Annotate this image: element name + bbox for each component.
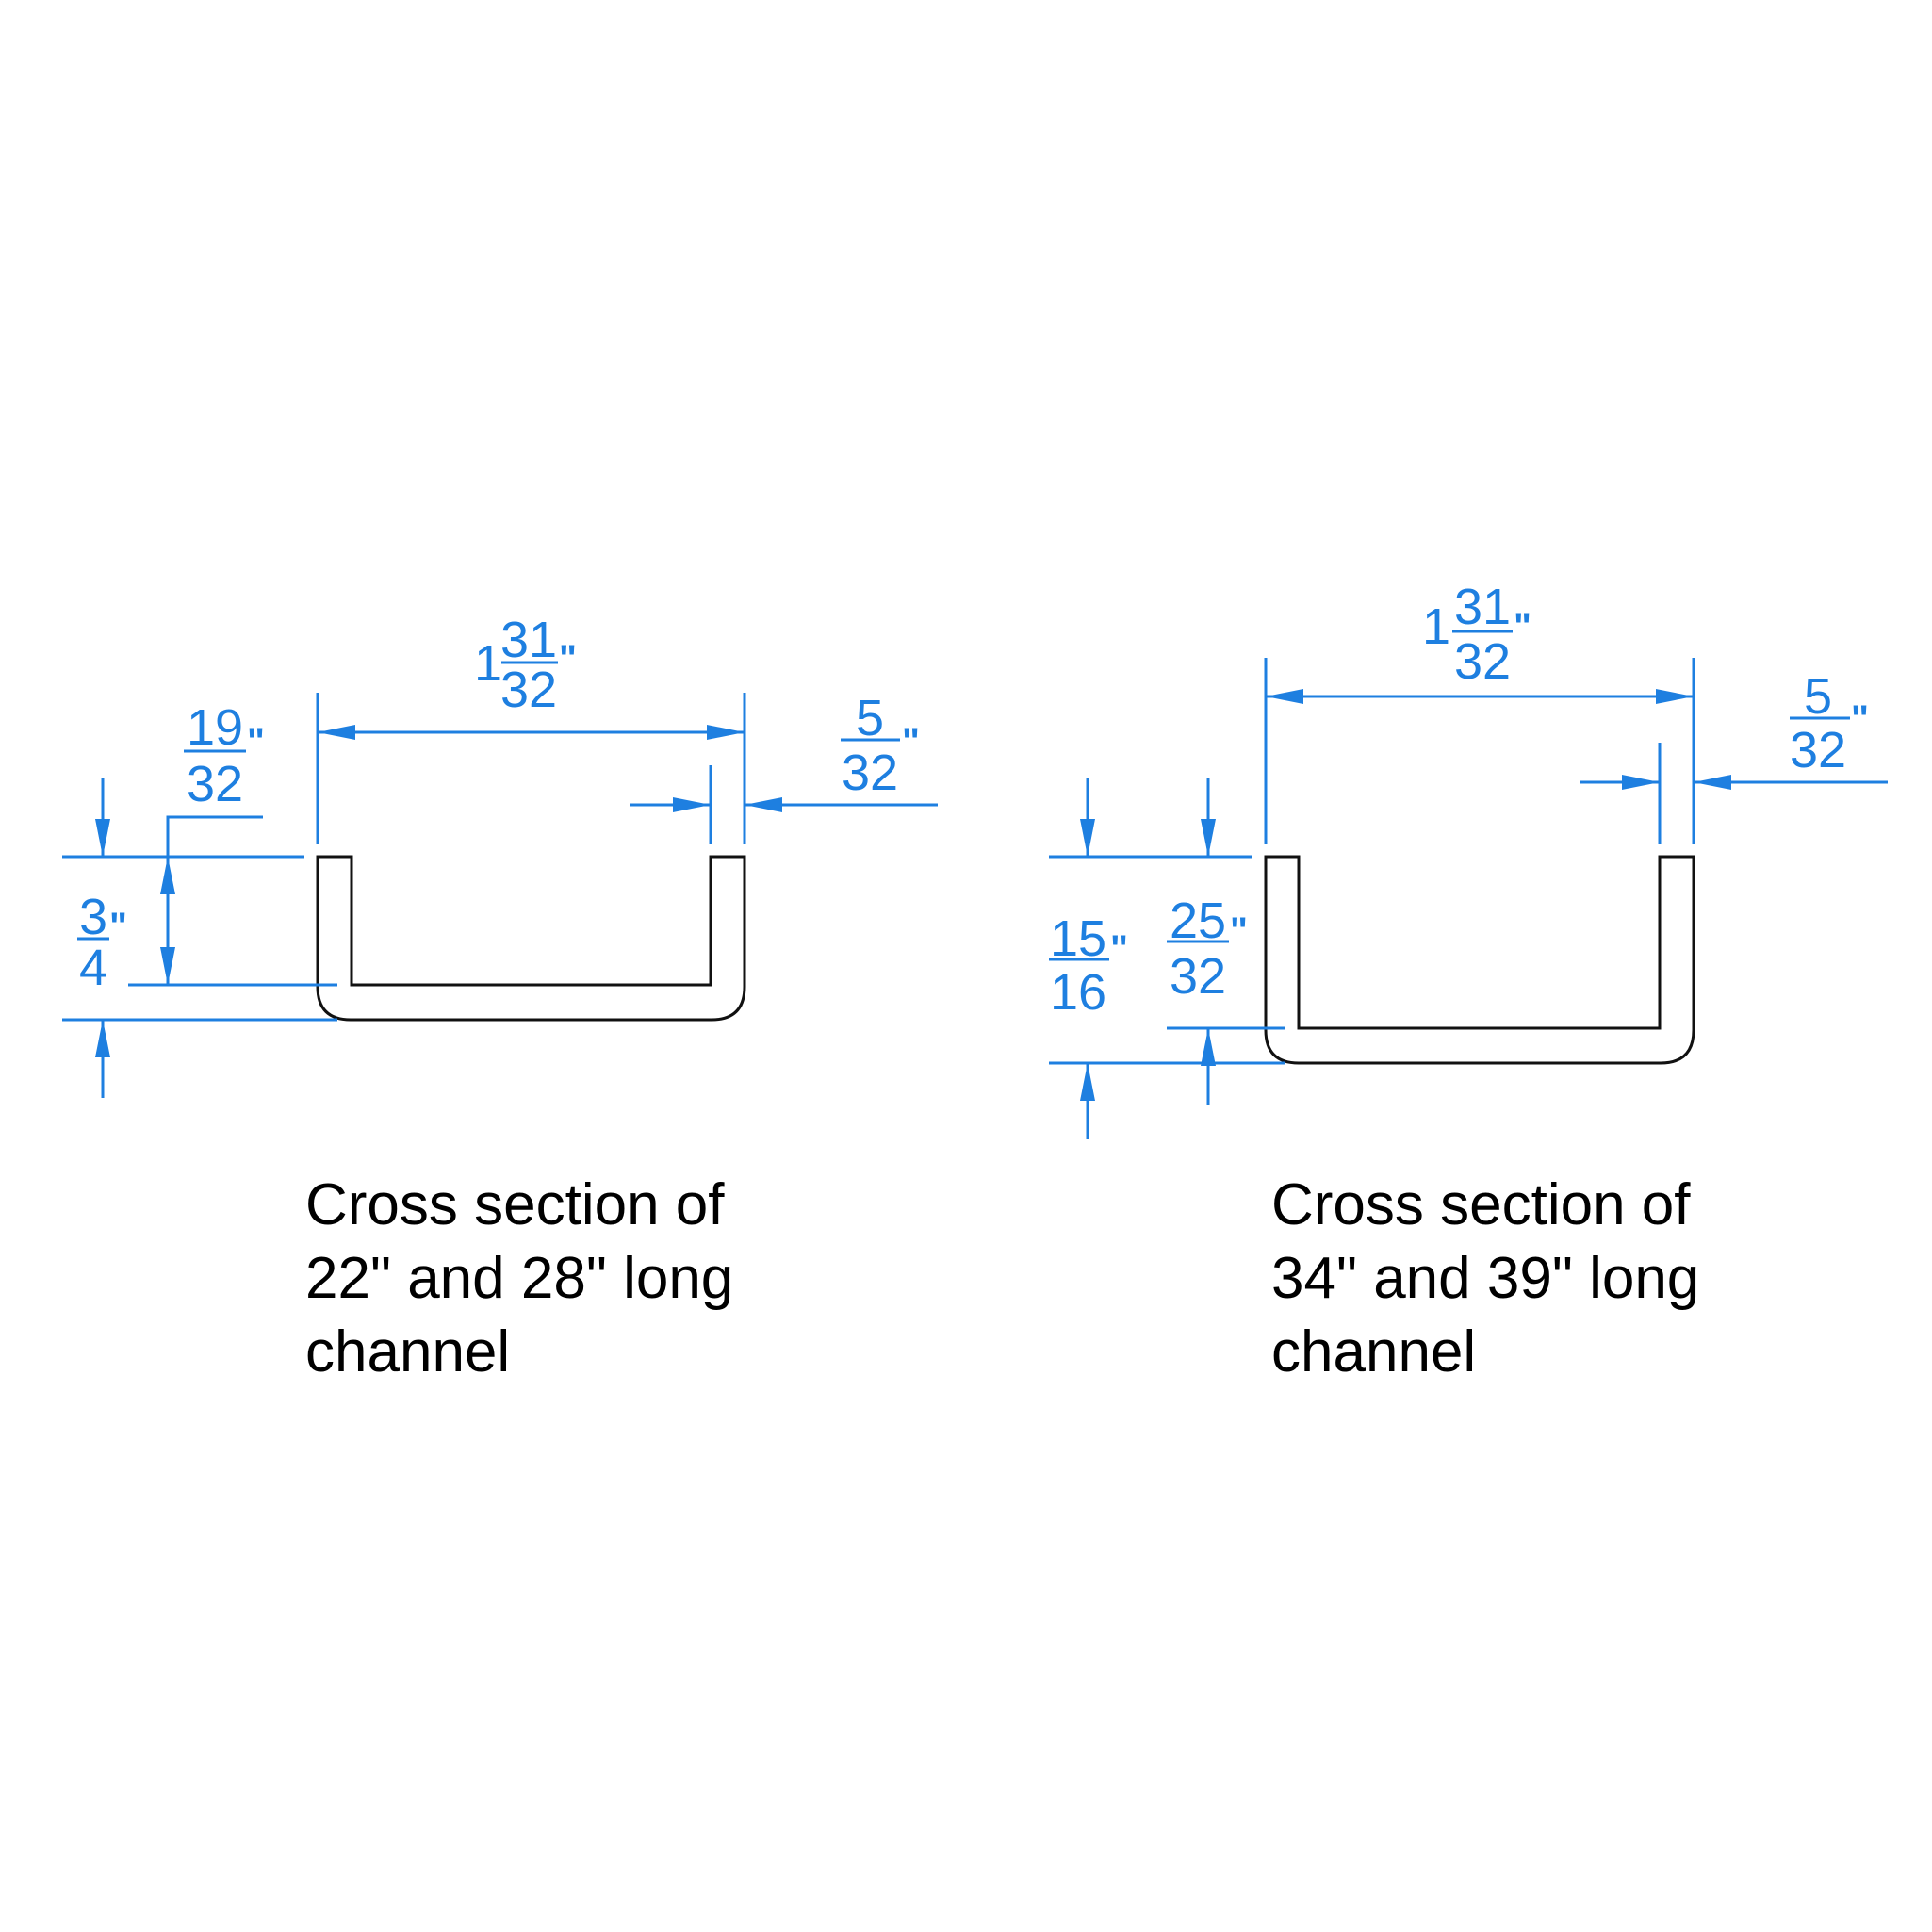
left-caption: Cross section of 22" and 28" long channe… — [305, 1169, 733, 1389]
dim-denominator: 16 — [1050, 964, 1106, 1021]
inch-mark: " — [109, 906, 127, 947]
left-outer-height-label: 3 4 " — [77, 889, 127, 996]
arrow-right-icon — [1656, 689, 1694, 704]
arrow-down-icon — [160, 947, 175, 985]
arrow-left-icon — [1266, 689, 1303, 704]
left-thickness-label: 5 32 " — [841, 690, 920, 801]
arrow-down-icon — [1080, 819, 1095, 857]
dim-numerator: 15 — [1050, 910, 1106, 967]
right-thickness-label: 5 32 " — [1790, 668, 1869, 778]
inch-mark: " — [1230, 910, 1248, 952]
arrow-left-icon — [1694, 775, 1731, 790]
left-channel-profile — [316, 855, 746, 1022]
right-width-label: 1 31 32 " — [1422, 579, 1531, 690]
arrow-up-icon — [1080, 1063, 1095, 1101]
inch-mark: " — [902, 721, 920, 762]
arrow-down-icon — [95, 819, 110, 857]
dim-denominator: 4 — [79, 940, 107, 996]
dim-denominator: 32 — [187, 756, 243, 812]
right-channel-profile — [1264, 855, 1695, 1065]
inch-mark: " — [1110, 928, 1128, 970]
dim-numerator: 25 — [1170, 892, 1226, 949]
dim-numerator: 19 — [187, 699, 243, 756]
dim-numerator: 31 — [500, 612, 557, 668]
inch-mark: " — [559, 638, 577, 679]
arrow-right-icon — [707, 725, 745, 740]
right-caption: Cross section of 34" and 39" long channe… — [1271, 1169, 1699, 1389]
inch-mark: " — [1851, 698, 1869, 740]
caption-line: channel — [305, 1319, 511, 1384]
inch-mark: " — [247, 721, 265, 762]
arrow-up-icon — [95, 1020, 110, 1057]
right-outer-height-label: 15 16 " — [1049, 910, 1128, 1021]
dim-numerator: 3 — [79, 889, 107, 945]
caption-line: Cross section of — [305, 1172, 725, 1237]
left-inner-depth-leader — [166, 815, 263, 985]
dim-numerator: 5 — [856, 690, 884, 746]
dim-whole: 1 — [474, 635, 502, 692]
left-width-label: 1 31 32 " — [474, 612, 577, 718]
dim-denominator: 32 — [1170, 948, 1226, 1005]
left-inner-depth-label: 19 32 " — [184, 699, 265, 812]
dim-whole: 1 — [1422, 598, 1450, 655]
dim-denominator: 32 — [1790, 722, 1846, 778]
caption-line: 34" and 39" long — [1271, 1246, 1700, 1311]
arrow-down-icon — [1201, 819, 1216, 857]
arrow-left-icon — [318, 725, 355, 740]
right-channel-section: 1 31 32 " 5 32 " 15 16 " — [1049, 579, 1888, 1139]
caption-line: 22" and 28" long — [305, 1246, 734, 1311]
arrow-up-icon — [1201, 1028, 1216, 1066]
dim-denominator: 32 — [842, 745, 898, 801]
right-inner-depth-label: 25 32 " — [1167, 892, 1248, 1005]
arrow-right-icon — [673, 797, 711, 812]
caption-line: Cross section of — [1271, 1172, 1691, 1237]
dim-denominator: 32 — [1454, 633, 1511, 690]
dim-denominator: 32 — [500, 662, 557, 718]
inch-mark: " — [1514, 606, 1531, 647]
dim-numerator: 5 — [1804, 668, 1832, 725]
left-channel-section: 1 31 32 " 5 32 " 3 4 " — [62, 612, 938, 1098]
arrow-left-icon — [745, 797, 782, 812]
dim-numerator: 31 — [1454, 579, 1511, 635]
caption-line: channel — [1271, 1319, 1477, 1384]
arrow-up-icon — [160, 857, 175, 894]
arrow-right-icon — [1622, 775, 1660, 790]
